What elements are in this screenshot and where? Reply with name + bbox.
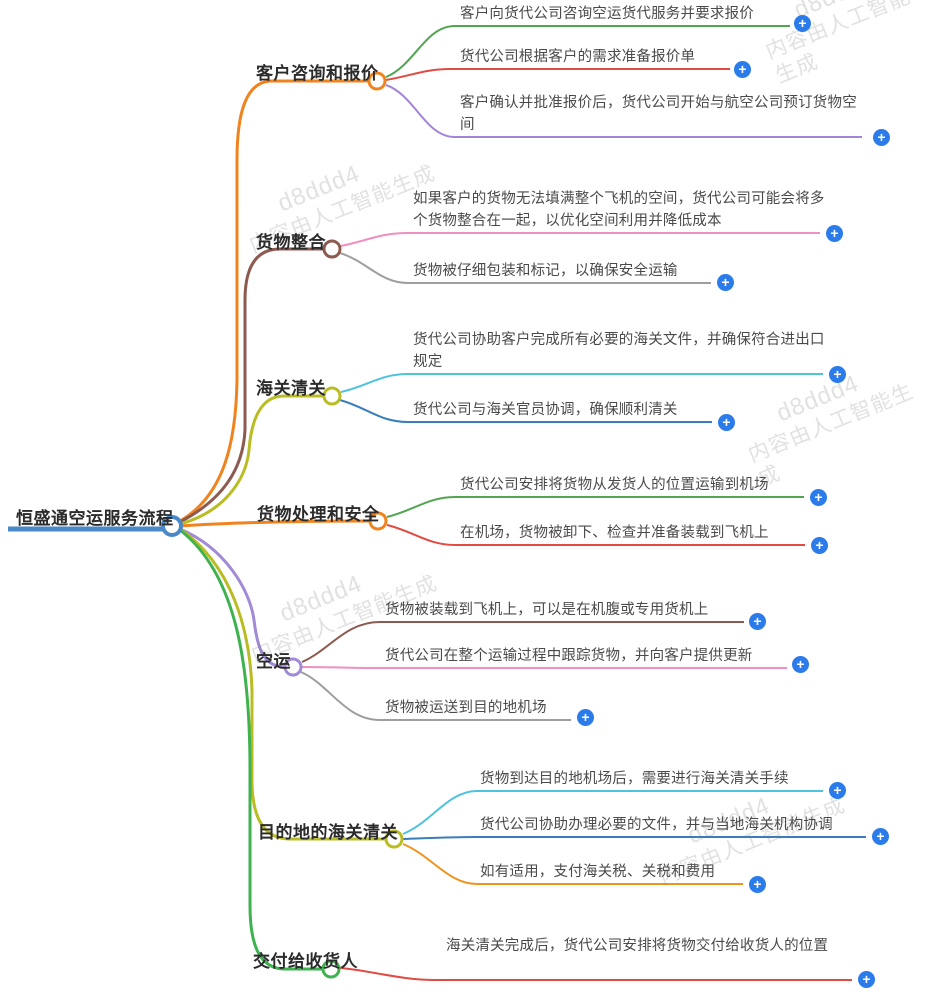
add-child-button[interactable]: + [577, 709, 594, 726]
branch-destination-customs[interactable]: 目的地的海关清关 [258, 823, 398, 842]
branch-customer-inquiry-quote[interactable]: 客户咨询和报价 [256, 64, 379, 83]
leaf-node[interactable]: 货代公司与海关官员协调，确保顺利清关 [413, 402, 678, 418]
leaf-node[interactable]: 客户向货代公司咨询空运货代服务并要求报价 [460, 6, 754, 22]
branch-air-transport[interactable]: 空运 [256, 652, 291, 671]
leaf-node[interactable]: 货代公司在整个运输过程中跟踪货物，并向客户提供更新 [385, 648, 753, 664]
leaf-node[interactable]: 货物被运送到目的地机场 [385, 700, 547, 716]
leaf-node[interactable]: 货物被仔细包装和标记，以确保安全运输 [413, 263, 678, 279]
add-child-button[interactable]: + [718, 414, 735, 431]
connector-line [179, 527, 386, 841]
leaf-node[interactable]: 货物被装载到飞机上，可以是在机腹或专用货机上 [385, 602, 709, 618]
connector-line [386, 496, 804, 518]
leaf-node[interactable]: 货代公司协助办理必要的文件，并与当地海关机构协调 [480, 817, 833, 833]
add-child-button[interactable]: + [749, 613, 766, 630]
connector-line [179, 528, 323, 971]
leaf-node[interactable]: 货代公司安排将货物从发货人的位置运输到机场 [460, 477, 769, 493]
node-handle[interactable] [322, 239, 342, 259]
add-child-button[interactable]: + [749, 876, 766, 893]
branch-delivery-to-consignee[interactable]: 交付给收货人 [253, 952, 358, 971]
add-child-button[interactable]: + [792, 656, 809, 673]
add-child-button[interactable]: + [829, 366, 846, 383]
add-child-button[interactable]: + [826, 225, 843, 242]
leaf-node[interactable]: 货物到达目的地机场后，需要进行海关清关手续 [480, 771, 789, 787]
branch-cargo-handling-safety[interactable]: 货物处理和安全 [257, 505, 380, 524]
add-child-button[interactable]: + [811, 537, 828, 554]
add-child-button[interactable]: + [734, 61, 751, 78]
connector-line [179, 79, 369, 523]
connector-line [385, 68, 730, 81]
add-child-button[interactable]: + [794, 15, 811, 32]
connector-line [402, 836, 866, 840]
add-child-button[interactable]: + [873, 129, 890, 146]
connector-line [339, 967, 852, 981]
add-child-button[interactable]: + [872, 828, 889, 845]
leaf-node[interactable]: 货代公司根据客户的需求准备报价单 [460, 49, 696, 65]
node-handle[interactable] [322, 386, 342, 406]
add-child-button[interactable]: + [829, 782, 846, 799]
branch-cargo-consolidation[interactable]: 货物整合 [256, 233, 326, 252]
add-child-button[interactable]: + [810, 489, 827, 506]
leaf-node[interactable]: 客户确认并批准报价后，货代公司开始与航空公司预订货物空间 [460, 95, 857, 133]
branch-customs-clearance[interactable]: 海关清关 [256, 379, 326, 398]
leaf-node[interactable]: 如有适用，支付海关税、关税和费用 [480, 864, 716, 880]
leaf-node[interactable]: 货代公司协助客户完成所有必要的海关文件，并确保符合进出口规定 [413, 332, 825, 370]
add-child-button[interactable]: + [858, 971, 875, 988]
add-child-button[interactable]: + [717, 274, 734, 291]
connector-line [340, 232, 820, 247]
connector-line [340, 373, 823, 393]
leaf-node[interactable]: 在机场，货物被卸下、检查并准备装载到飞机上 [460, 525, 769, 541]
leaf-node[interactable]: 如果客户的货物无法填满整个飞机的空间，货代公司可能会将多个货物整合在一起，以优化… [413, 191, 825, 229]
root-node[interactable]: 恒盛通空运服务流程 [16, 509, 174, 528]
leaf-node[interactable]: 海关清关完成后，货代公司安排将货物交付给收货人的位置 [446, 938, 829, 954]
